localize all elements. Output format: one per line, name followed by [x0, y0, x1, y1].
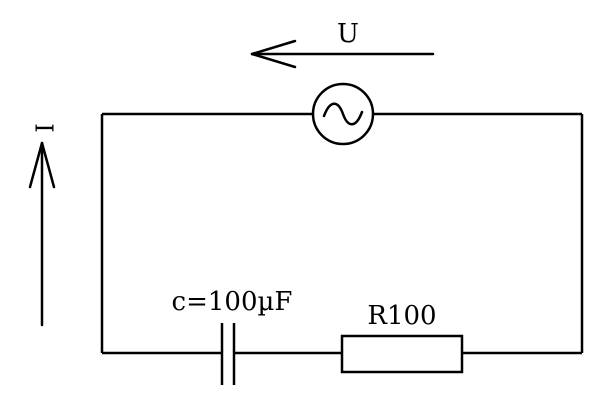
voltage-arrow: [250, 39, 435, 69]
resistor: [340, 334, 464, 374]
current-label: I: [30, 123, 58, 132]
current-arrow-head: [28, 141, 56, 189]
voltage-arrow-head: [250, 39, 297, 69]
current-arrow: [28, 141, 56, 327]
resistor-label: R100: [367, 301, 436, 331]
voltage-label: U: [337, 19, 359, 49]
capacitor: [220, 323, 236, 385]
circuit-wires: [100, 112, 584, 355]
ac-sine-wave-icon: [322, 102, 364, 126]
capacitor-label: c=100µF: [172, 287, 293, 317]
ac-source: [311, 82, 375, 146]
